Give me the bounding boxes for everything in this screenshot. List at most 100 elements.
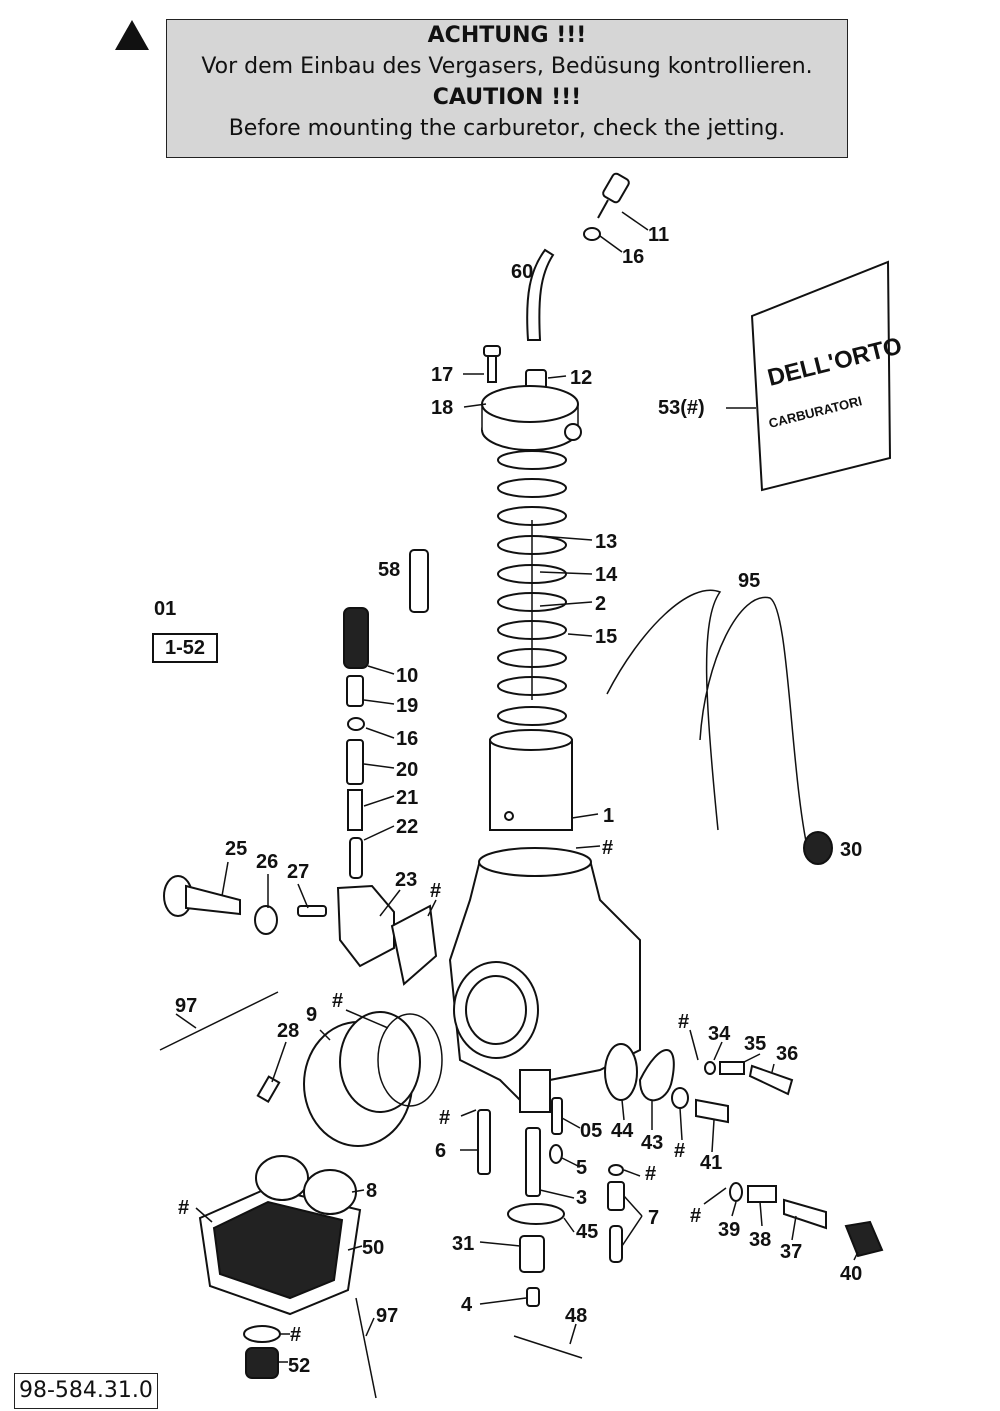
callout-label: 60 [511,261,533,283]
callout-label: 53(#) [658,397,705,419]
callout-label: 6 [435,1140,446,1162]
callout-label: 05 [580,1120,602,1142]
callout-label: 16 [622,246,644,268]
callout-label: # [178,1197,189,1219]
part-float-valve-7 [607,1164,625,1263]
callout-label: 22 [396,816,418,838]
caution-text-en: Before mounting the carburetor, check th… [228,116,786,141]
callout-label: # [602,837,613,859]
part-washer-34 [704,1061,716,1075]
callout-label: 31 [452,1233,474,1255]
callout-label: 18 [431,397,453,419]
callout-label: 35 [744,1033,766,1055]
part-top-cover [481,385,582,451]
callout-label: 15 [595,626,617,648]
part-main-jet-4 [526,1287,540,1307]
callout-label: 40 [840,1263,862,1285]
callout-label: 19 [396,695,418,717]
part-oring-52 [243,1325,281,1343]
callout-label: 20 [396,759,418,781]
callout-label: 1 [603,805,614,827]
callout-label: # [290,1324,301,1346]
part-filter-10 [343,607,369,669]
caution-notice: ACHTUNG !!! Vor dem Einbau des Vergasers… [166,19,848,158]
part-grommet-30 [803,831,833,865]
part-jet-kit-package: DELL'ORTO CARBURATORI [750,260,905,492]
part-float-bowl [198,1186,362,1316]
part-spring-38 [747,1185,777,1203]
reference-range-box: 1-52 [152,633,218,663]
callout-label: 95 [738,570,760,592]
callout-label: 48 [565,1305,587,1327]
part-diaphragm-44 [604,1043,638,1101]
document-number: 98-584.31.0 [14,1373,158,1409]
part-atomizer-6 [477,1109,491,1175]
part-tube-58 [409,549,429,613]
callout-label: 3 [576,1187,587,1209]
part-needle-22 [349,837,363,879]
part-needle-jet-31 [519,1235,545,1273]
part-idle-screw-25 [163,875,241,917]
part-vent-hose [526,248,555,341]
part-throttle-slide [489,729,573,831]
part-plug-41 [695,1098,729,1124]
callout-label: 17 [431,364,453,386]
callout-label: 52 [288,1355,310,1377]
callout-label: 21 [396,787,418,809]
part-pin-48 [513,1335,583,1359]
callout-label: 30 [840,839,862,861]
warning-triangle-icon [115,20,149,50]
callout-label: # [678,1011,689,1033]
callout-label: 4 [461,1294,473,1316]
callout-label: 50 [362,1237,384,1259]
callout-label: 13 [595,531,617,553]
callout-label: 7 [648,1207,659,1229]
part-jet-holder-3 [525,1127,541,1197]
part-cap-40 [844,1220,884,1258]
part-starter-body [336,884,395,968]
part-overflow-hose-bottom [355,1297,377,1399]
leader-lines [175,211,859,1363]
callout-label: # [332,990,343,1012]
callout-label: 39 [718,1219,740,1241]
callout-label: 27 [287,861,309,883]
callout-label: # [674,1140,685,1162]
part-jet-05 [551,1097,563,1135]
callout-label: 36 [776,1043,798,1065]
callout-label: 16 [396,728,418,750]
callout-label: 5 [576,1157,587,1179]
callout-label: # [690,1205,701,1227]
callout-label: 97 [175,995,197,1017]
part-spring-35 [719,1061,745,1075]
callout-labels: 11 16 60 17 12 18 53(#) 13 14 2 15 95 58… [175,224,862,1377]
part-screw-17 [483,345,501,383]
callout-label: 45 [576,1221,598,1243]
callout-label: 97 [376,1305,398,1327]
callout-label: 23 [395,869,417,891]
callout-label: 37 [780,1241,802,1263]
part-washer-16 [347,717,365,731]
caution-title-de: ACHTUNG !!! [427,23,587,48]
part-carburetor-body [448,847,641,1113]
part-screw-27 [297,905,327,917]
callout-label: 9 [306,1004,317,1026]
part-float-8 [255,1155,357,1215]
callout-label: 2 [595,593,606,615]
part-jet-5 [549,1144,563,1164]
part-washer-41a [671,1087,689,1109]
part-gasket-23 [390,904,438,986]
part-air-funnel [303,1011,443,1147]
part-vent-hoses [606,589,811,861]
callout-label: 11 [648,224,669,246]
part-choke-plunger [597,172,630,219]
callout-label: 10 [396,665,418,687]
callout-label: 44 [611,1120,634,1142]
part-overflow-hose-top [159,991,279,1051]
part-cover-43 [638,1049,675,1102]
part-jet-19 [346,675,364,707]
part-nut-26 [254,905,278,935]
caution-title-en: CAUTION !!! [432,85,582,110]
part-spring-21 [347,789,363,831]
callout-label: 25 [225,838,247,860]
